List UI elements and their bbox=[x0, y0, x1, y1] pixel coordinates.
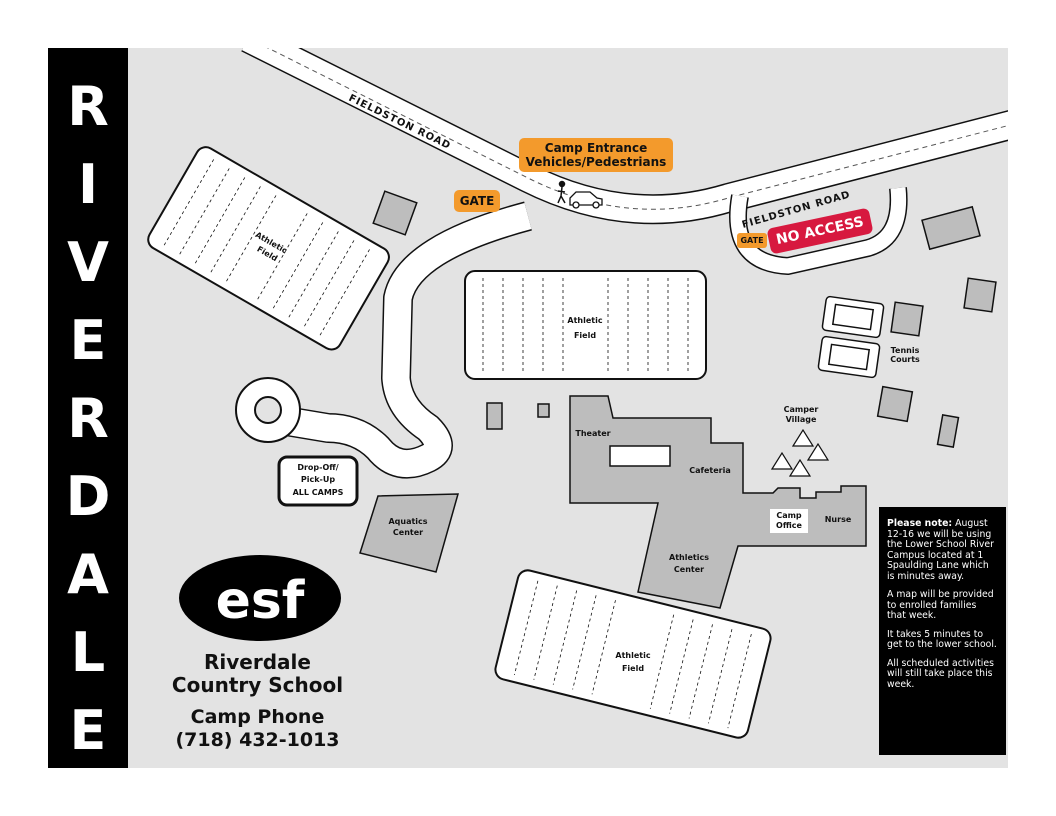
cafeteria-label: Cafeteria bbox=[689, 466, 731, 475]
note-p3: It takes 5 minutes to get to the lower s… bbox=[887, 628, 997, 650]
title-letter: A bbox=[67, 543, 109, 606]
title-letter: D bbox=[65, 465, 111, 528]
phone-label: Camp Phone bbox=[190, 706, 325, 728]
main-building-complex bbox=[569, 395, 867, 609]
field-label: Athletic bbox=[615, 651, 650, 660]
dropoff-label: Drop-Off/ bbox=[297, 463, 338, 472]
gate-tag: GATE bbox=[454, 190, 500, 212]
school-name-line: Country School bbox=[171, 673, 344, 697]
dropoff-label: Pick-Up bbox=[301, 475, 335, 484]
theater-label: Theater bbox=[575, 429, 610, 438]
entrance-line: Camp Entrance bbox=[544, 141, 648, 155]
field-label: Field bbox=[574, 331, 596, 340]
camper-village bbox=[770, 428, 830, 477]
note-p4: All scheduled activities will still take… bbox=[887, 657, 994, 690]
title-letter: I bbox=[77, 153, 99, 216]
tennis-label: Courts bbox=[890, 355, 920, 364]
note-p1: Please note: August 12-16 we will be usi… bbox=[887, 518, 998, 582]
aquatics-label: Aquatics bbox=[388, 517, 427, 526]
school-name: Riverdale Country School bbox=[150, 651, 365, 697]
pedestrian-icon bbox=[557, 180, 566, 204]
entrance-line: Vehicles/Pedestrians bbox=[525, 155, 667, 169]
tennis-courts bbox=[817, 295, 885, 379]
dropoff-box bbox=[277, 455, 359, 507]
tennis-label: Tennis bbox=[891, 346, 920, 355]
dropoff-label: ALL CAMPS bbox=[293, 488, 344, 497]
note-p2: A map will be provided to enrolled famil… bbox=[887, 589, 994, 621]
nurse-label: Nurse bbox=[825, 515, 852, 524]
athletic-field-top-left bbox=[147, 146, 390, 351]
title-bar: R I V E R D A L E bbox=[48, 48, 128, 768]
title-letter: L bbox=[70, 621, 106, 684]
note-box: Please note: August 12-16 we will be usi… bbox=[879, 507, 1006, 755]
phone-number: (718) 432-1013 bbox=[175, 729, 340, 751]
athletic-field-center bbox=[464, 270, 707, 380]
title-letter: V bbox=[67, 231, 109, 294]
map-canvas: Athletic Field Athletic Field Athletic F… bbox=[147, 48, 1008, 739]
camp-office-box bbox=[770, 509, 808, 533]
camp-phone: Camp Phone (718) 432-1013 bbox=[150, 706, 365, 752]
logo-text: esf bbox=[216, 571, 306, 631]
athletics-center-label: Athletics bbox=[669, 553, 709, 562]
field-label: Field bbox=[622, 664, 644, 673]
car-icon bbox=[569, 191, 603, 209]
school-name-line: Riverdale bbox=[204, 650, 311, 674]
camp-office-label: Office bbox=[776, 521, 802, 530]
esf-logo bbox=[179, 555, 341, 641]
title-letter: R bbox=[67, 387, 109, 450]
camp-office-label: Camp bbox=[776, 511, 802, 520]
athletics-center-label: Center bbox=[674, 565, 704, 574]
title-letter: E bbox=[69, 309, 107, 372]
campus-map: Athletic Field Athletic Field Athletic F… bbox=[128, 48, 1008, 768]
field-label: Athletic bbox=[567, 316, 602, 325]
camper-village-label: Village bbox=[786, 415, 817, 424]
camp-entrance-tag: Camp Entrance Vehicles/Pedestrians bbox=[519, 138, 673, 172]
small-building bbox=[372, 190, 997, 449]
aquatics-label: Center bbox=[393, 528, 423, 537]
title-letter: R bbox=[67, 75, 109, 138]
note-heading: Please note: bbox=[887, 518, 953, 529]
camper-village-label: Camper bbox=[784, 405, 819, 414]
aquatics-center bbox=[359, 493, 459, 573]
note-text: August 12-16 we will be using the Lower … bbox=[887, 518, 994, 582]
gate-tag-small: GATE bbox=[737, 233, 767, 248]
athletic-field-bottom bbox=[494, 569, 772, 739]
title-letter: E bbox=[69, 699, 107, 762]
fieldston-road bbox=[241, 48, 1008, 225]
